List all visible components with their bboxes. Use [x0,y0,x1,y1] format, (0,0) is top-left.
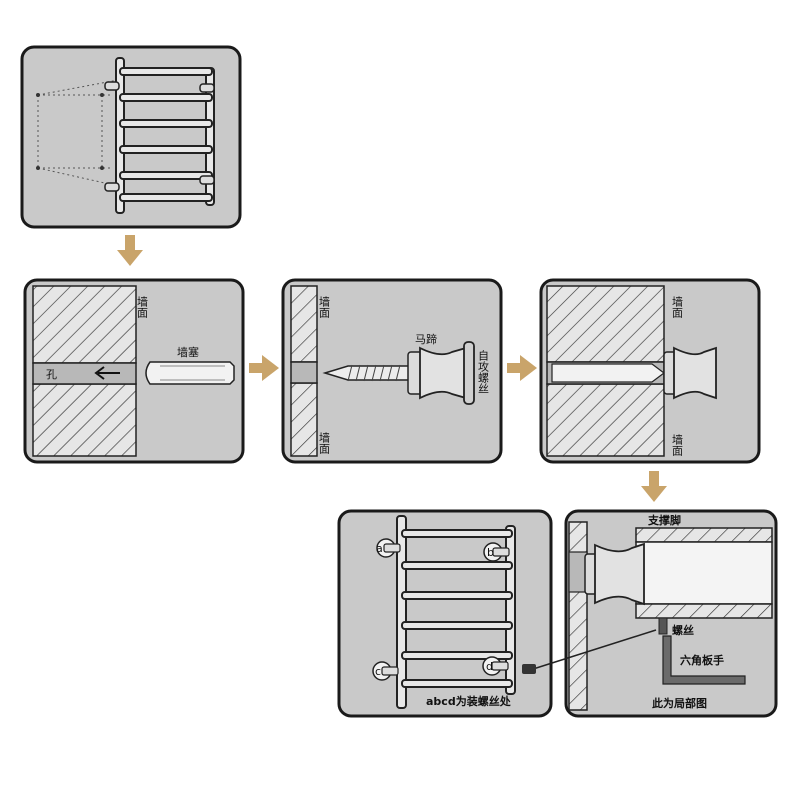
wall-anchor [145,361,235,385]
wall-section-top [32,285,137,364]
step-arrow-down-1 [117,235,143,266]
label-closeup-note: 此为局部图 [652,696,707,710]
towel-rack [104,57,215,214]
wall-section [568,521,588,711]
support-leg [635,527,773,619]
panel-drill-anchor: 墙面 孔 墙塞 [23,278,245,464]
panel-rack-overview [20,45,242,229]
wall-section-top [290,285,318,363]
hex-wrench [662,635,746,685]
label-screw: 自攻螺丝 [477,350,490,394]
screw-point-d: d [482,656,509,676]
label-wall-top: 墙面 [136,295,149,318]
towel-rack [396,515,516,709]
label-wall-bottom: 墙面 [318,431,331,454]
label-c: c [375,665,381,678]
marking-lines [37,79,119,187]
label-screw-points-note: abcd为装螺丝处 [426,694,512,708]
panel-closeup: 支撑脚 螺丝 六角板手 此为局部图 [522,509,778,718]
label-anchor: 墙塞 [177,345,199,359]
step-arrow-down-2 [641,471,667,502]
drill-hole [32,362,137,385]
panel-mounted: 墙面 墙面 [539,278,761,464]
mount-cup [663,346,717,400]
panel-screw-points: a b c d abcd为装螺丝处 [337,509,553,718]
label-wall-bottom: 墙面 [671,433,684,456]
screw-point-c: c [372,661,399,681]
label-d: d [486,660,493,673]
mount-cup [584,542,645,606]
wall-section-bottom [32,383,137,457]
label-support: 支撑脚 [647,513,681,527]
label-hole: 孔 [46,368,57,381]
screw-point-b: b [483,542,510,562]
set-screw [658,617,668,635]
mount-cup [407,341,475,405]
screw-point-a: a [376,538,401,558]
wall-section-bottom [290,382,318,457]
label-wall-top: 墙面 [671,295,684,318]
wall-section-bottom [546,383,665,457]
wall-section-top [546,285,665,363]
label-a: a [376,542,383,555]
label-mount: 马蹄 [415,332,437,346]
step-arrow-right-1 [249,355,279,381]
label-screw: 螺丝 [672,623,694,637]
label-b: b [487,546,494,559]
label-wall-top: 墙面 [318,295,331,318]
panel-screw-mount: 墙面 墙面 马蹄 自攻螺丝 [281,278,503,464]
label-wrench: 六角板手 [680,653,724,667]
callout-line [522,629,657,674]
step-arrow-right-2 [507,355,537,381]
